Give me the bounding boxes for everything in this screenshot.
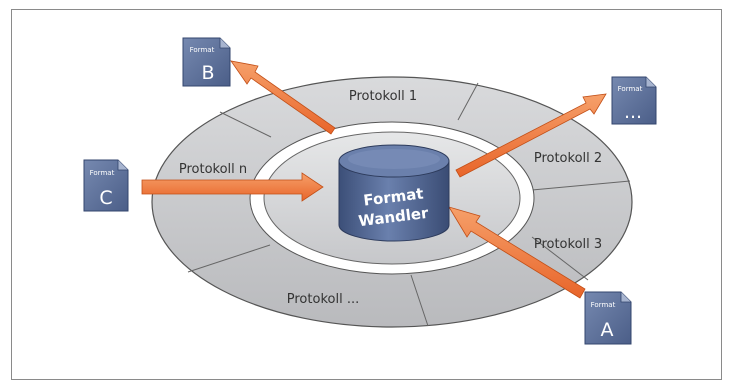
doc-b-header: Format (190, 46, 215, 54)
protocol-3-label: Protokoll 3 (534, 237, 602, 252)
doc-c-letter: C (99, 187, 112, 209)
protocol-1-label: Protokoll 1 (349, 89, 417, 104)
protocol-dots-label: Protokoll ... (287, 292, 359, 307)
document-format-b: Format B (182, 37, 231, 87)
arrow-from-format-c (141, 172, 324, 202)
arrow-from-format-a (448, 206, 586, 299)
doc-b-letter: B (201, 62, 214, 84)
protocol-2-label: Protokoll 2 (534, 151, 602, 166)
doc-a-header: Format (591, 301, 616, 309)
doc-c-header: Format (90, 169, 115, 177)
doc-dots-letter: ... (624, 101, 642, 123)
arrow-to-format-b (230, 60, 336, 135)
arrows (141, 60, 607, 299)
document-format-dots: Format ... (611, 76, 657, 125)
format-converter-cylinder: Format Wandler (338, 144, 450, 242)
arrow-to-format-dots (455, 93, 607, 178)
doc-a-letter: A (601, 319, 614, 341)
document-format-c: Format C (83, 159, 129, 212)
document-format-a: Format A (584, 291, 632, 345)
doc-dots-header: Format (618, 85, 643, 93)
protocol-n-label: Protokoll n (179, 162, 247, 177)
ring-segment-dividers (187, 82, 631, 327)
